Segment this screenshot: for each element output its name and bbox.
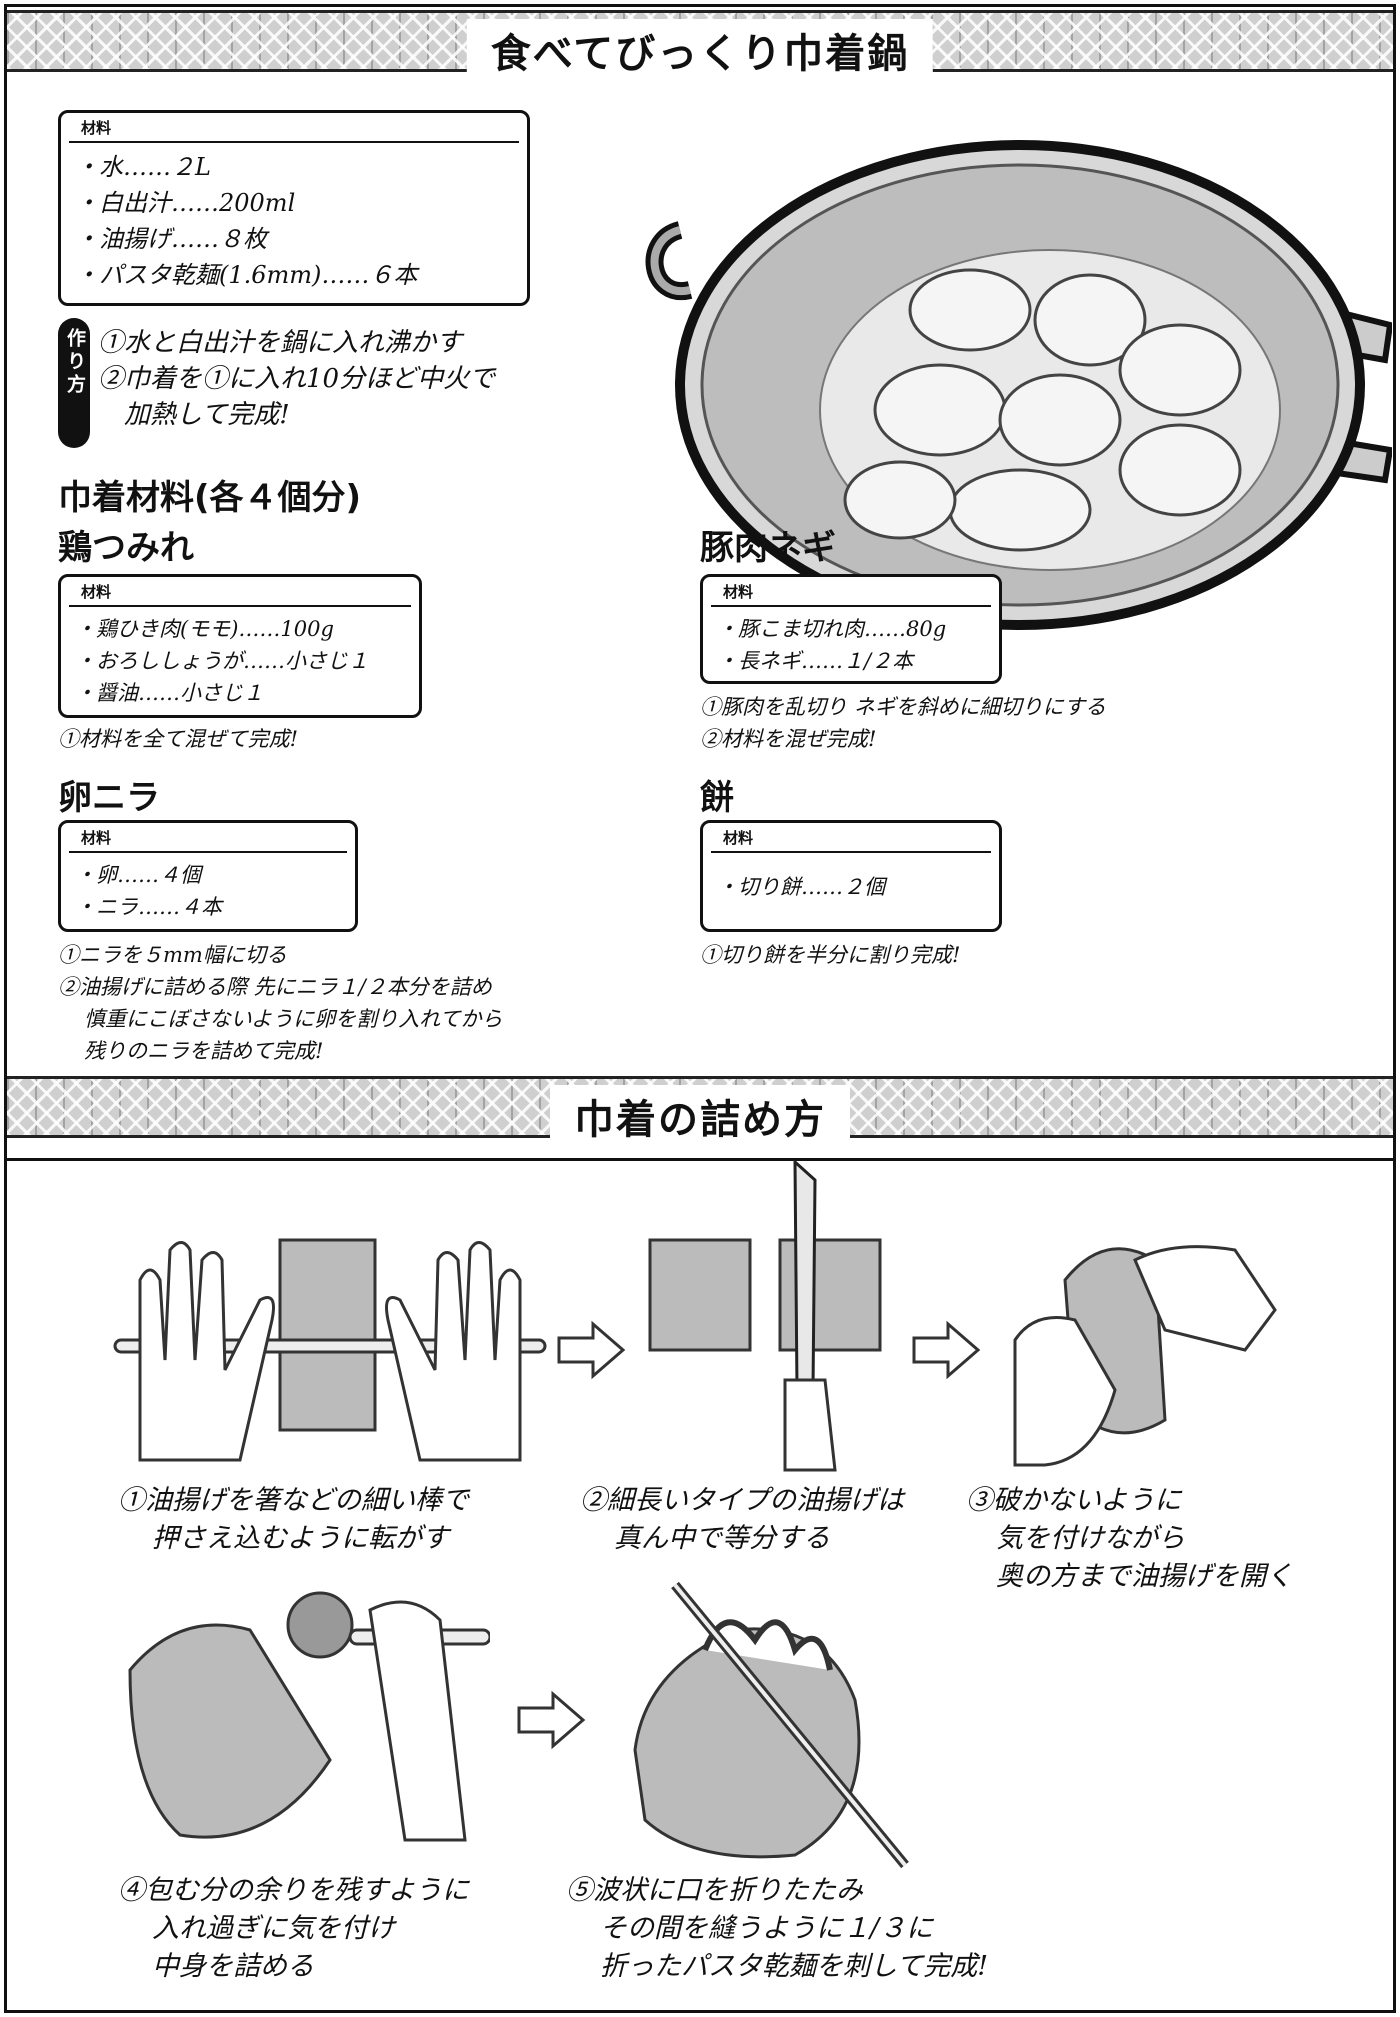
main-ingredients-box: 材料 ・水……２L ・白出汁……200ml ・油揚げ……８枚 ・パスタ乾麺(1.… (58, 110, 530, 306)
ingredient-item: ・パスタ乾麺(1.6mm)……６本 (75, 261, 418, 289)
ingredient-item: ・醤油……小さじ１ (75, 681, 264, 705)
ingredient-item: ・油揚げ……８枚 (75, 225, 267, 253)
method-tab: 作り方 (58, 318, 90, 448)
caption-line: ④包む分の余りを残すように (118, 1875, 469, 1906)
caption-line: 折ったパスタ乾麺を刺して完成! (600, 1951, 989, 1982)
filling-heading: 巾着材料(各４個分) (58, 478, 362, 518)
ingredient-item: ・ニラ……４本 (75, 895, 222, 919)
caption-line: 中身を詰める (152, 1951, 314, 1982)
step2-illustration (648, 1160, 882, 1472)
method-step: ①水と白出汁を鍋に入れ沸かす (98, 328, 463, 358)
butaniku-ingredients-box: 材料 ・豚こま切れ肉……80g ・長ネギ……１/２本 (700, 574, 1002, 684)
recipe-step: ①ニラを５mm幅に切る (58, 943, 287, 967)
caption-line: 真ん中で等分する (614, 1523, 830, 1554)
section-title: 巾着の詰め方 (550, 1085, 850, 1147)
step1-illustration (113, 1238, 547, 1462)
recipe-title-mochi: 餅 (700, 778, 734, 818)
recipe-step: ②油揚げに詰める際 先にニラ１/２本分を詰め (58, 975, 492, 999)
ingredients-label: 材料 (69, 577, 411, 607)
recipe-step: ②材料を混ぜ完成! (700, 727, 877, 751)
right-arrow-icon (557, 1320, 626, 1380)
recipe-title-butaniku: 豚肉ネギ (700, 528, 836, 568)
ingredients-label: 材料 (69, 113, 519, 143)
recipe-title-tamago: 卵ニラ (58, 778, 160, 818)
ingredient-item: ・おろししょうが……小さじ１ (75, 649, 369, 673)
stuffing-step-caption: ③破かないように 気を付けながら 奥の方まで油揚げを開く (966, 1482, 1293, 1596)
ingredient-item: ・長ネギ……１/２本 (717, 649, 914, 673)
mochi-ingredients-box: 材料 ・切り餅……２個 (700, 820, 1002, 932)
recipe-step: ①切り餅を半分に割り完成! (700, 943, 961, 967)
stuffing-step-caption: ②細長いタイプの油揚げは 真ん中で等分する (580, 1482, 904, 1558)
stuffing-step-caption: ①油揚げを箸などの細い棒で 押さえ込むように転がす (118, 1482, 469, 1558)
ingredient-item: ・水……２L (75, 153, 211, 181)
step4-illustration (128, 1591, 490, 1842)
recipe-step: 慎重にこぼさないように卵を割り入れてから (84, 1007, 503, 1031)
tori-ingredients-box: 材料 ・鶏ひき肉(モモ)……100g ・おろししょうが……小さじ１ ・醤油……小… (58, 574, 422, 718)
caption-line: ③破かないように (966, 1485, 1182, 1516)
caption-line: 入れ過ぎに気を付け (152, 1913, 395, 1944)
recipe-title-tori: 鶏つみれ (58, 528, 194, 568)
pot-illustration (645, 140, 1392, 630)
stuffing-step-caption: ④包む分の余りを残すように 入れ過ぎに気を付け 中身を詰める (118, 1872, 469, 1986)
caption-line: ②細長いタイプの油揚げは (580, 1485, 904, 1516)
ingredient-item: ・白出汁……200ml (75, 189, 296, 217)
ingredients-label: 材料 (711, 577, 991, 607)
ingredients-label: 材料 (711, 823, 991, 853)
ingredient-item: ・豚こま切れ肉……80g (717, 617, 947, 641)
recipe-step: 残りのニラを詰めて完成! (84, 1039, 324, 1063)
caption-line: ①油揚げを箸などの細い棒で (118, 1485, 469, 1516)
step5-illustration (633, 1581, 909, 1869)
title-banner: 食べてびっくり巾着鍋 (7, 10, 1393, 81)
page-title: 食べてびっくり巾着鍋 (466, 19, 934, 81)
method-step: ②巾着を①に入れ10分ほど中火で (98, 364, 496, 394)
right-arrow-icon (517, 1690, 586, 1750)
divider (7, 1158, 1393, 1161)
step3-illustration (1013, 1245, 1277, 1467)
page-frame (4, 4, 1396, 2013)
right-arrow-icon (912, 1320, 981, 1380)
caption-line: その間を縫うように１/３に (600, 1913, 934, 1944)
method-step: 加熱して完成! (124, 400, 290, 430)
caption-line: 押さえ込むように転がす (152, 1523, 449, 1554)
ingredients-label: 材料 (69, 823, 347, 853)
ingredient-item: ・卵……４個 (75, 863, 201, 887)
caption-line: 気を付けながら (996, 1523, 1185, 1554)
tamago-ingredients-box: 材料 ・卵……４個 ・ニラ……４本 (58, 820, 358, 932)
ingredient-item: ・鶏ひき肉(モモ)……100g (75, 617, 334, 641)
section-banner: 巾着の詰め方 (7, 1076, 1393, 1147)
recipe-step: ①豚肉を乱切り ネギを斜めに細切りにする (700, 695, 1106, 719)
ingredient-item: ・切り餅……２個 (717, 875, 885, 899)
caption-line: ⑤波状に口を折りたたみ (566, 1875, 863, 1906)
recipe-step: ①材料を全て混ぜて完成! (58, 727, 299, 751)
caption-line: 奥の方まで油揚げを開く (996, 1561, 1293, 1592)
stuffing-step-caption: ⑤波状に口を折りたたみ その間を縫うように１/３に 折ったパスタ乾麺を刺して完成… (566, 1872, 988, 1986)
